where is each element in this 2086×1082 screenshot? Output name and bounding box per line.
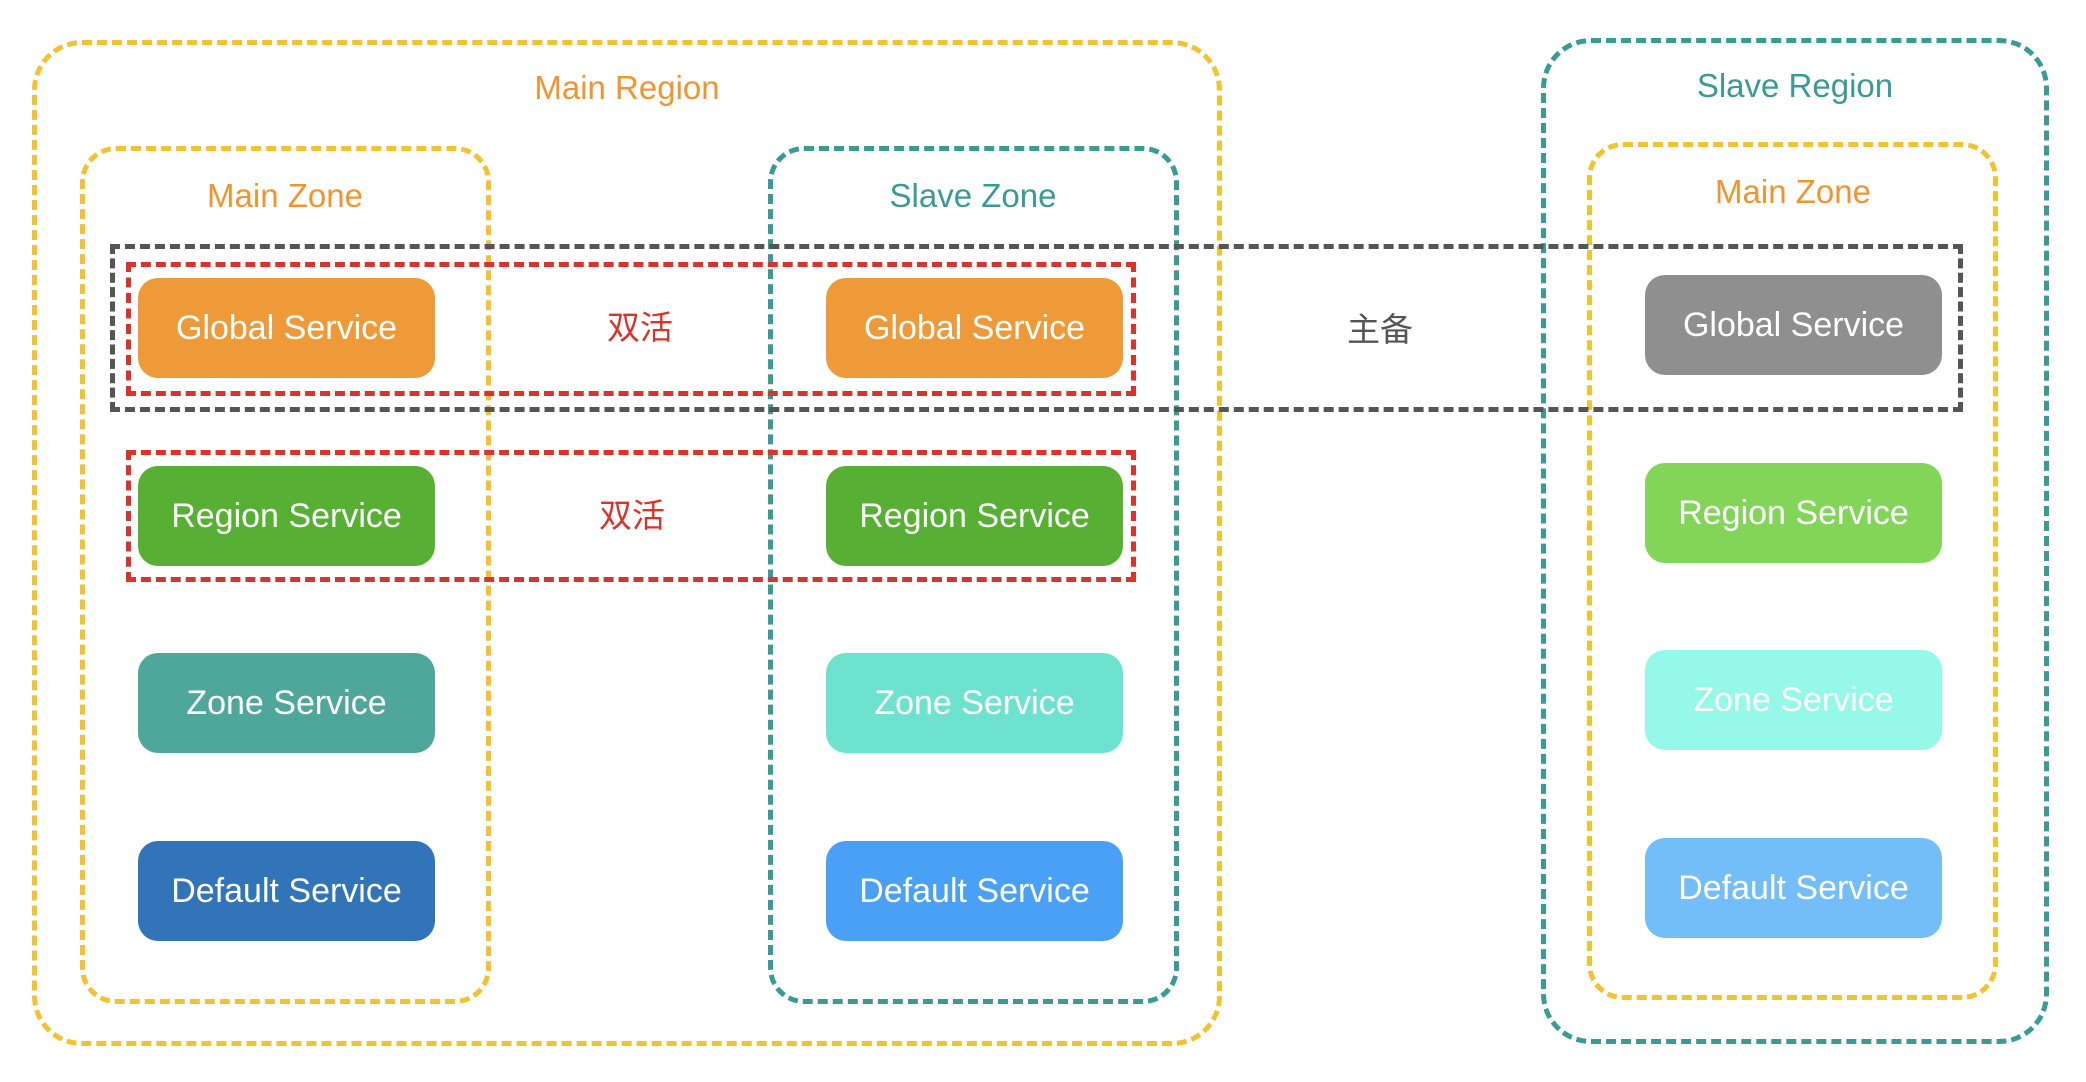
slave-region-region-service[interactable]: Region Service bbox=[1645, 463, 1942, 563]
global-primary-standby-label: 主备 bbox=[1347, 310, 1413, 349]
global-active-active-label: 双活 bbox=[607, 308, 673, 347]
main-zone-default-service[interactable]: Default Service bbox=[138, 841, 435, 941]
slave-region-container bbox=[1541, 38, 2049, 1044]
slave-region-default-service[interactable]: Default Service bbox=[1645, 838, 1942, 938]
global-active-active-group bbox=[126, 262, 1136, 396]
slave-zone-global-service[interactable]: Global Service bbox=[826, 278, 1123, 378]
main-region-title: Main Region bbox=[534, 69, 720, 106]
main-region-slave-zone bbox=[768, 146, 1179, 1004]
main-region-container bbox=[32, 40, 1222, 1046]
slave-region-global-service[interactable]: Global Service bbox=[1645, 275, 1942, 375]
main-region-slave-zone-title: Slave Zone bbox=[889, 177, 1057, 214]
main-zone-zone-service[interactable]: Zone Service bbox=[138, 653, 435, 753]
slave-region-main-zone-title: Main Zone bbox=[1715, 173, 1871, 210]
main-zone-region-service[interactable]: Region Service bbox=[138, 466, 435, 566]
main-region-main-zone bbox=[80, 146, 491, 1004]
slave-zone-default-service[interactable]: Default Service bbox=[826, 841, 1123, 941]
main-region-main-zone-title: Main Zone bbox=[207, 177, 363, 214]
slave-region-zone-service[interactable]: Zone Service bbox=[1645, 650, 1942, 750]
region-active-active-group bbox=[126, 450, 1136, 582]
region-active-active-label: 双活 bbox=[599, 496, 665, 535]
global-primary-standby-group bbox=[110, 244, 1963, 412]
main-zone-global-service[interactable]: Global Service bbox=[138, 278, 435, 378]
slave-region-title: Slave Region bbox=[1696, 67, 1894, 104]
slave-zone-zone-service[interactable]: Zone Service bbox=[826, 653, 1123, 753]
slave-zone-region-service[interactable]: Region Service bbox=[826, 466, 1123, 566]
slave-region-main-zone bbox=[1587, 142, 1998, 1000]
